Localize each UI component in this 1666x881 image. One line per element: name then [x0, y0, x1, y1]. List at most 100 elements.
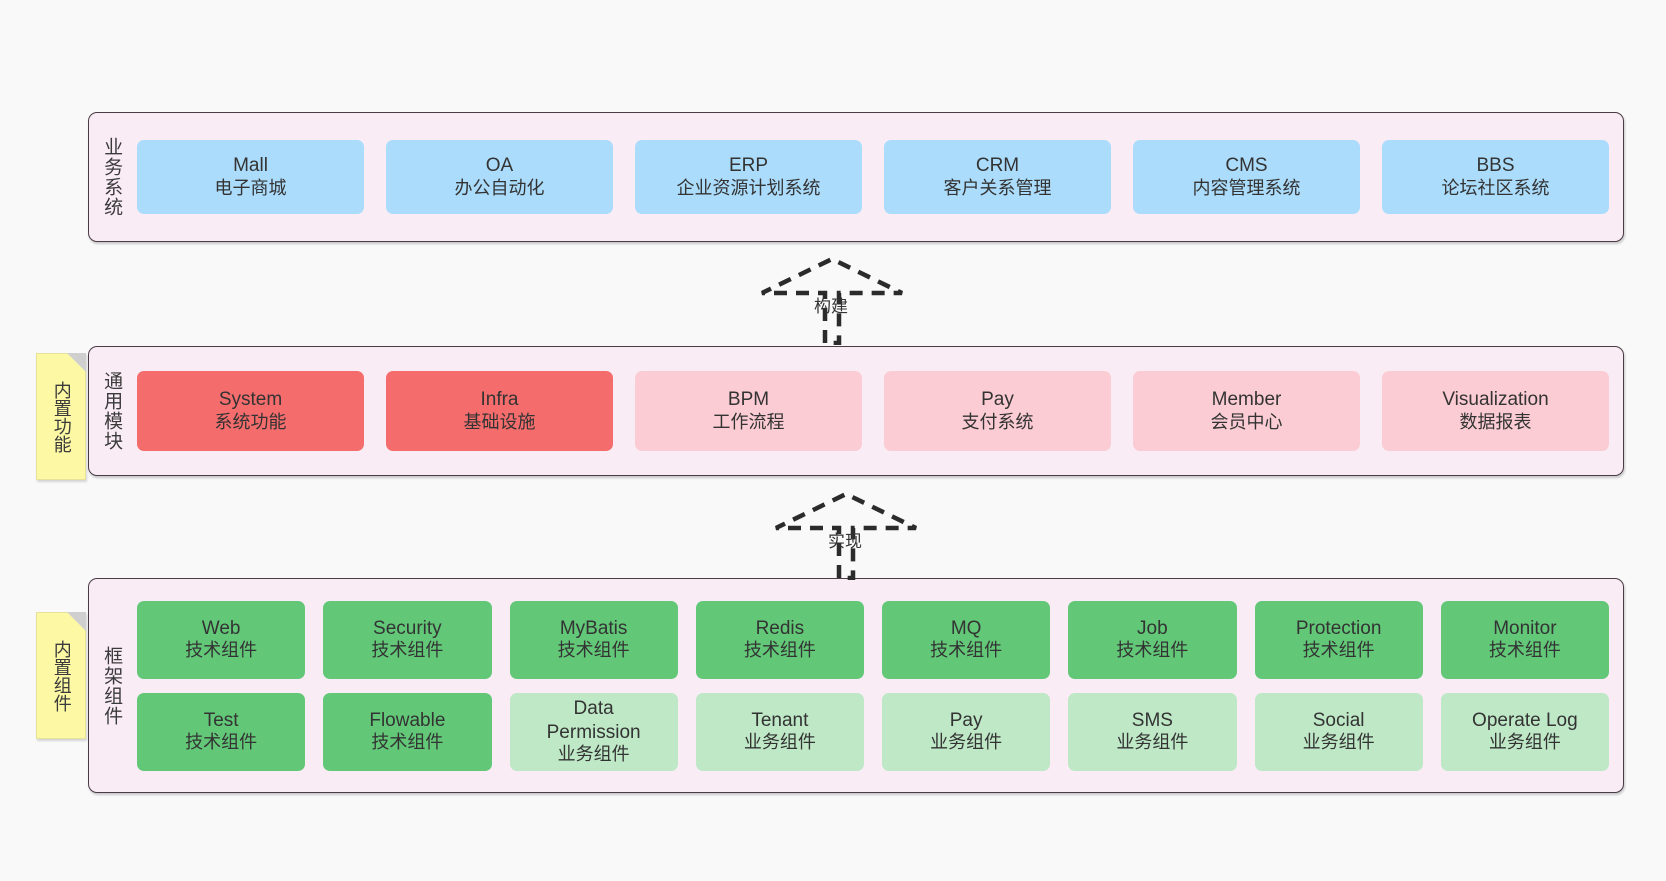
connector-build-arrow — [761, 256, 903, 345]
card-test[interactable]: Test 技术组件 — [137, 692, 306, 771]
framework-component-layer-title: 框架组件 — [101, 645, 123, 726]
card-job-name: Job — [1137, 617, 1168, 639]
card-bbs-desc: 论坛社区系统 — [1441, 177, 1550, 198]
card-mall-name: Mall — [233, 155, 268, 177]
connector-implement-arrow — [775, 491, 917, 580]
common-module-cards: System 系统功能 Infra 基础设施 BPM 工作流程 Pay 支付系统… — [133, 347, 1623, 475]
card-web[interactable]: Web 技术组件 — [137, 600, 306, 679]
business-system-cards: Mall 电子商城 OA 办公自动化 ERP 企业资源计划系统 CRM 客户关系… — [133, 113, 1623, 241]
card-sms[interactable]: SMS 业务组件 — [1068, 692, 1237, 771]
card-test-name: Test — [203, 709, 239, 731]
card-monitor[interactable]: Monitor 技术组件 — [1440, 600, 1609, 679]
card-sms-desc: 业务组件 — [1116, 732, 1189, 753]
card-test-desc: 技术组件 — [185, 732, 258, 753]
card-member[interactable]: Member 会员中心 — [1133, 371, 1360, 451]
card-mq-desc: 技术组件 — [930, 640, 1003, 661]
card-data-permission-name: Data Permission — [546, 698, 641, 743]
card-oa-name: OA — [485, 155, 514, 177]
card-mq-name: MQ — [950, 617, 982, 639]
connector-build-label: 构建 — [814, 297, 848, 316]
sticky-note-builtin-features: 内置功能 — [36, 353, 86, 480]
card-flowable[interactable]: Flowable 技术组件 — [323, 692, 492, 771]
framework-component-row-business: Test 技术组件 Flowable 技术组件 Data Permission … — [137, 692, 1609, 771]
card-pay-module-desc: 支付系统 — [961, 411, 1034, 432]
card-oa[interactable]: OA 办公自动化 — [386, 140, 613, 214]
card-operate-log-desc: 业务组件 — [1488, 732, 1561, 753]
card-job-desc: 技术组件 — [1116, 640, 1189, 661]
framework-component-cards: Web 技术组件 Security 技术组件 MyBatis 技术组件 Redi… — [133, 579, 1623, 792]
card-pay-module-name: Pay — [981, 389, 1014, 411]
card-flowable-desc: 技术组件 — [371, 732, 444, 753]
card-infra-desc: 基础设施 — [463, 411, 536, 432]
card-protection[interactable]: Protection 技术组件 — [1254, 600, 1423, 679]
business-system-layer-title: 业务系统 — [101, 137, 123, 217]
card-mybatis-desc: 技术组件 — [557, 640, 630, 661]
card-redis-name: Redis — [755, 617, 805, 639]
card-data-permission-desc: 业务组件 — [557, 743, 630, 764]
card-erp-desc: 企业资源计划系统 — [676, 177, 821, 198]
card-tenant-name: Tenant — [751, 709, 809, 731]
card-protection-desc: 技术组件 — [1302, 640, 1375, 661]
card-crm-name: CRM — [975, 155, 1020, 177]
card-web-name: Web — [201, 617, 241, 639]
card-erp[interactable]: ERP 企业资源计划系统 — [635, 140, 862, 214]
card-mq[interactable]: MQ 技术组件 — [882, 600, 1051, 679]
card-social-desc: 业务组件 — [1302, 732, 1375, 753]
card-monitor-name: Monitor — [1493, 617, 1557, 639]
card-cms-name: CMS — [1225, 155, 1268, 177]
card-mybatis-name: MyBatis — [559, 617, 628, 639]
sticky-note-builtin-components: 内置组件 — [36, 612, 86, 739]
card-tenant[interactable]: Tenant 业务组件 — [695, 692, 864, 771]
card-bpm-desc: 工作流程 — [712, 411, 785, 432]
card-redis[interactable]: Redis 技术组件 — [695, 600, 864, 679]
card-security-desc: 技术组件 — [371, 640, 444, 661]
card-protection-name: Protection — [1295, 617, 1382, 639]
card-pay-component-desc: 业务组件 — [930, 732, 1003, 753]
card-bbs-name: BBS — [1476, 155, 1515, 177]
card-data-permission[interactable]: Data Permission 业务组件 — [509, 692, 678, 771]
common-module-layer-title: 通用模块 — [101, 371, 123, 451]
card-operate-log[interactable]: Operate Log 业务组件 — [1440, 692, 1609, 771]
card-pay-component-name: Pay — [949, 709, 983, 731]
card-system-desc: 系统功能 — [214, 411, 287, 432]
connector-implement-arrow-path — [775, 491, 917, 580]
card-crm[interactable]: CRM 客户关系管理 — [884, 140, 1111, 214]
card-job[interactable]: Job 技术组件 — [1068, 600, 1237, 679]
card-cms[interactable]: CMS 内容管理系统 — [1133, 140, 1360, 214]
card-security[interactable]: Security 技术组件 — [323, 600, 492, 679]
card-visualization-name: Visualization — [1442, 389, 1549, 411]
card-monitor-desc: 技术组件 — [1488, 640, 1561, 661]
card-erp-name: ERP — [728, 155, 769, 177]
card-oa-desc: 办公自动化 — [454, 177, 545, 198]
card-crm-desc: 客户关系管理 — [943, 177, 1052, 198]
card-mybatis[interactable]: MyBatis 技术组件 — [509, 600, 678, 679]
card-infra-name: Infra — [480, 389, 519, 411]
card-operate-log-name: Operate Log — [1472, 709, 1578, 731]
connector-build-arrow-path — [761, 256, 903, 345]
card-mall[interactable]: Mall 电子商城 — [137, 140, 364, 214]
card-social[interactable]: Social 业务组件 — [1254, 692, 1423, 771]
card-visualization-desc: 数据报表 — [1459, 411, 1532, 432]
business-system-row: Mall 电子商城 OA 办公自动化 ERP 企业资源计划系统 CRM 客户关系… — [137, 140, 1609, 214]
common-module-layer: 通用模块 System 系统功能 Infra 基础设施 BPM 工作流程 Pay… — [88, 346, 1624, 476]
card-infra[interactable]: Infra 基础设施 — [386, 371, 613, 451]
card-system[interactable]: System 系统功能 — [137, 371, 364, 451]
card-bpm-name: BPM — [727, 389, 770, 411]
card-pay-module[interactable]: Pay 支付系统 — [884, 371, 1111, 451]
card-bbs[interactable]: BBS 论坛社区系统 — [1382, 140, 1609, 214]
card-tenant-desc: 业务组件 — [743, 732, 816, 753]
card-member-name: Member — [1211, 389, 1282, 411]
common-module-row: System 系统功能 Infra 基础设施 BPM 工作流程 Pay 支付系统… — [137, 371, 1609, 451]
card-web-desc: 技术组件 — [185, 640, 258, 661]
sticky-note-builtin-features-label: 内置功能 — [51, 380, 72, 453]
sticky-note-builtin-components-label: 内置组件 — [51, 639, 72, 712]
business-system-layer: 业务系统 Mall 电子商城 OA 办公自动化 ERP 企业资源计划系统 CRM… — [88, 112, 1624, 242]
card-flowable-name: Flowable — [369, 709, 446, 731]
card-redis-desc: 技术组件 — [743, 640, 816, 661]
card-visualization[interactable]: Visualization 数据报表 — [1382, 371, 1609, 451]
card-pay-component[interactable]: Pay 业务组件 — [882, 692, 1051, 771]
connector-implement-label: 实现 — [828, 532, 862, 551]
card-sms-name: SMS — [1131, 709, 1173, 731]
card-bpm[interactable]: BPM 工作流程 — [635, 371, 862, 451]
card-system-name: System — [218, 389, 283, 411]
